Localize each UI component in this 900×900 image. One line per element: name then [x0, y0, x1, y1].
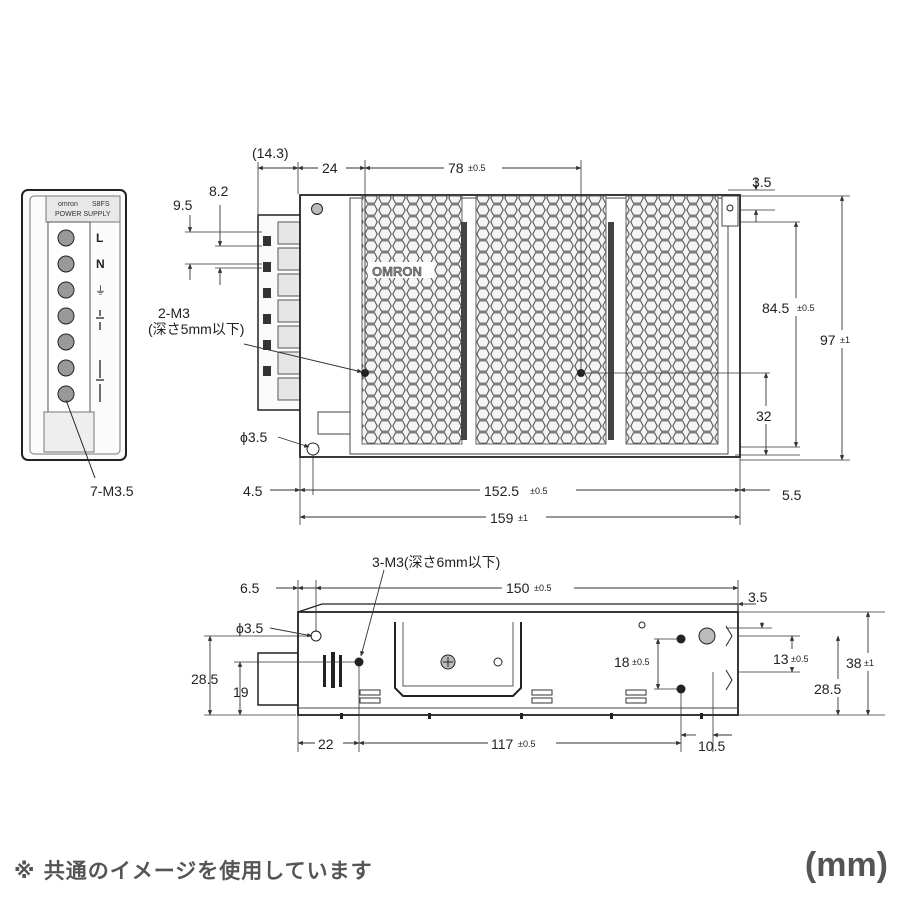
dim-8-2: 8.2	[209, 183, 229, 199]
phi-top: ϕ3.5	[240, 429, 268, 445]
footer-note: ※ 共通のイメージを使用しています	[14, 859, 373, 883]
phi-side: ϕ3.5	[236, 620, 264, 636]
dim-117: 117	[491, 736, 514, 752]
dim-6-5: 6.5	[240, 580, 260, 596]
dim-18: 18	[614, 654, 630, 670]
dim-150: 150	[506, 580, 530, 596]
m3-top-label: 2-M3	[158, 305, 190, 321]
terminal-label-ground: ⏚	[95, 284, 106, 297]
dim-28-5-left: 28.5	[191, 671, 218, 687]
dim-150-tol: ±0.5	[534, 583, 551, 593]
dim-13-tol: ±0.5	[791, 654, 808, 664]
dim-159-tol: ±1	[518, 513, 528, 523]
front-brand: omron	[58, 201, 78, 208]
side-dimension-labels: 3-M3(深さ6mm以下) 6.5 150 ±0.5 3.5 ϕ3.5 18 ±…	[191, 554, 890, 754]
dim-3-5-top: 3.5	[752, 174, 772, 190]
dim-159: 159	[490, 510, 514, 526]
dim-32: 32	[756, 408, 772, 424]
dim-10-5: 10.5	[698, 738, 725, 754]
dim-38-tol: ±1	[864, 658, 874, 668]
m3-side-label: 3-M3(深さ6mm以下)	[372, 554, 500, 570]
dim-3-5-side: 3.5	[748, 589, 768, 605]
dim-152-5-tol: ±0.5	[530, 486, 547, 496]
dim-78: 78	[448, 160, 464, 176]
front-view: omron S8FS POWER SUPPLY L N ⏚ 7-M3.5	[21, 189, 134, 499]
dim-19: 19	[233, 684, 249, 700]
dim-28-5-right: 28.5	[814, 681, 841, 697]
dim-97-tol: ±1	[840, 335, 850, 345]
dim-152-5: 152.5	[484, 483, 519, 499]
front-power-label: POWER SUPPLY	[55, 211, 111, 218]
dim-117-tol: ±0.5	[518, 739, 535, 749]
dim-38: 38	[846, 655, 862, 671]
dim-84-5: 84.5	[762, 300, 789, 316]
dim-78-tol: ±0.5	[468, 163, 485, 173]
terminal-label-l: L	[96, 231, 103, 245]
terminal-label-n: N	[96, 257, 105, 271]
top-dimension-labels: (14.3) 24 78 ±0.5 3.5 9.5 8.2 2-M3 (深さ5m…	[148, 144, 864, 526]
dim-4-5: 4.5	[243, 483, 263, 499]
unit-label: (mm)	[804, 846, 888, 884]
m3-top-depth: (深さ5mm以下)	[148, 321, 244, 337]
dim-14-3: (14.3)	[252, 145, 289, 161]
dim-22: 22	[318, 736, 334, 752]
dim-5-5: 5.5	[782, 487, 802, 503]
dim-13: 13	[773, 651, 789, 667]
dim-9-5: 9.5	[173, 197, 193, 213]
front-screw-label: 7-M3.5	[90, 483, 134, 499]
front-model: S8FS	[92, 201, 110, 208]
dim-97: 97	[820, 332, 836, 348]
top-view: OMRON	[148, 144, 864, 526]
front-terminal-screws	[57, 229, 75, 403]
side-view: 3-M3(深さ6mm以下) 6.5 150 ±0.5 3.5 ϕ3.5 18 ±…	[191, 554, 890, 754]
dim-24: 24	[322, 160, 338, 176]
dim-84-5-tol: ±0.5	[797, 303, 814, 313]
dim-18-tol: ±0.5	[632, 657, 649, 667]
top-brand: OMRON	[372, 264, 422, 279]
